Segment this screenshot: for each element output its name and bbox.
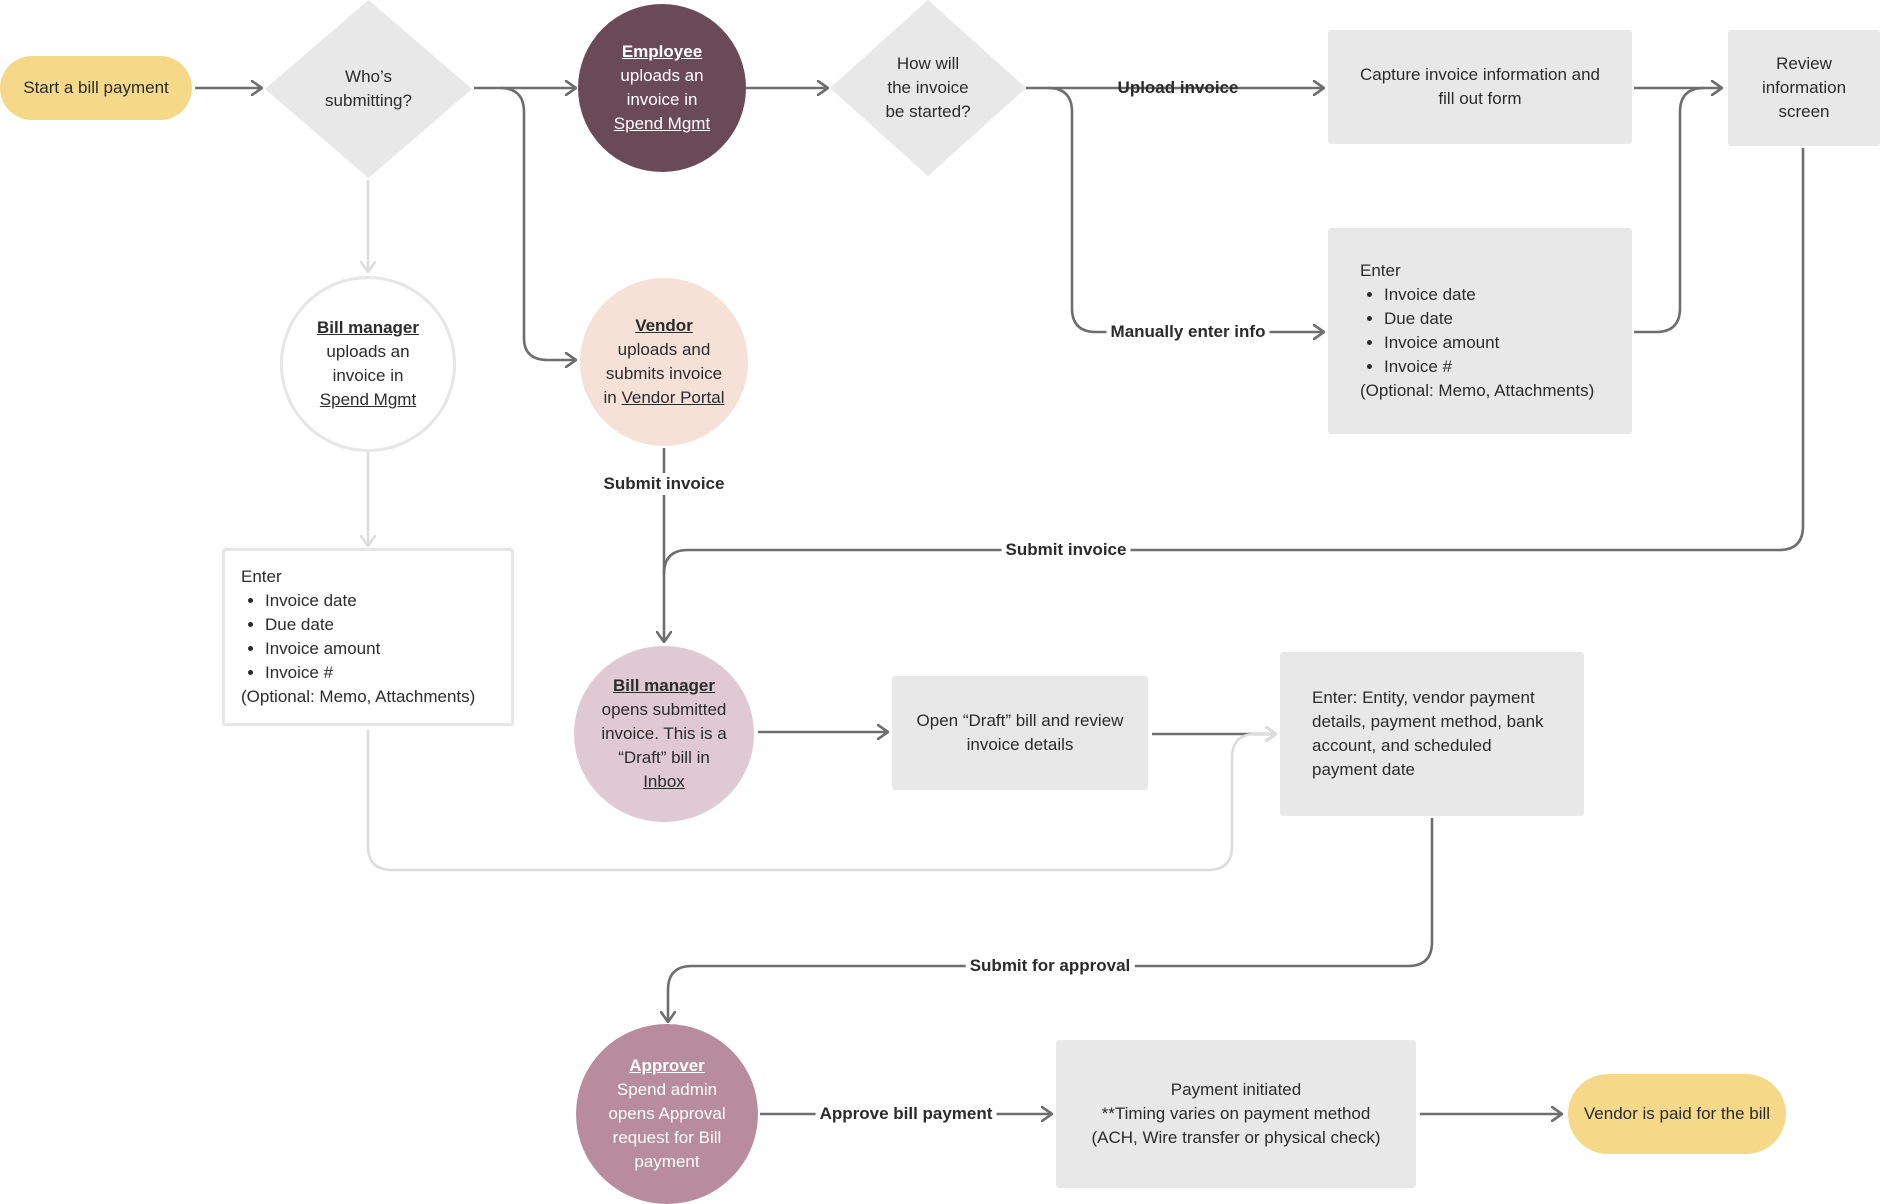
list-item: Invoice amount (1384, 331, 1499, 355)
edge-label-submit-invoice-review: Submit invoice (1001, 539, 1131, 561)
bm-upload-role: Bill manager (316, 318, 420, 337)
edge-how-to-enter-right (1047, 86, 1324, 332)
review-info-node: Review information screen (1728, 30, 1880, 146)
start-node: Start a bill payment (0, 56, 192, 120)
bm-upload-link: Spend Mgmt (319, 390, 417, 409)
entity-line3: account, and scheduled (1312, 736, 1492, 755)
employee-link: Spend Mgmt (613, 114, 711, 133)
edge-label-approve-bill-payment: Approve bill payment (815, 1103, 997, 1125)
payment-initiated-node: Payment initiated **Timing varies on pay… (1056, 1040, 1416, 1188)
enter-left-heading: Enter (241, 567, 282, 586)
enter-info-left-node: Enter Invoice date Due date Invoice amou… (222, 548, 514, 726)
vendor-role: Vendor (635, 316, 693, 335)
vendor-prefix: in (603, 388, 622, 407)
list-item: Invoice # (265, 661, 380, 685)
vendor-line1: uploads and (617, 340, 711, 359)
edge-label-submit-invoice-vendor: Submit invoice (599, 473, 729, 495)
start-label: Start a bill payment (23, 78, 169, 97)
bm-open-role: Bill manager (612, 676, 716, 695)
edge-review-to-billmanager (662, 148, 1805, 575)
open-draft-node: Open “Draft” bill and review invoice det… (892, 676, 1148, 790)
bill-manager-open-node: Bill manager opens submitted invoice. Th… (574, 646, 754, 822)
enter-right-heading: Enter (1360, 261, 1401, 280)
who-submitting-decision: Who’s submitting? (265, 0, 472, 178)
edge-enterleft-to-entity (366, 730, 1276, 872)
employee-line1: uploads an (620, 66, 704, 85)
bm-open-link: Inbox (643, 772, 685, 791)
vendor-paid-node: Vendor is paid for the bill (1568, 1074, 1786, 1154)
vendor-line2: submits invoice (605, 364, 723, 383)
capture-line1: Capture invoice information and (1359, 65, 1601, 84)
bm-open-line1: opens submitted (601, 700, 727, 719)
bm-open-line2: invoice. This is a (601, 724, 727, 743)
employee-line2: invoice in (626, 90, 698, 109)
how-started-decision: How will the invoice be started? (830, 0, 1026, 176)
how-line3: be started? (885, 102, 971, 121)
enter-right-list: Invoice date Due date Invoice amount Inv… (1360, 283, 1499, 379)
approver-line1: Spend admin (616, 1080, 718, 1099)
list-item: Due date (265, 613, 380, 637)
vendor-node: Vendor uploads and submits invoice in Ve… (580, 278, 748, 446)
review-line2: information (1761, 78, 1847, 97)
approver-role: Approver (629, 1056, 705, 1075)
entity-line2: details, payment method, bank (1312, 712, 1544, 731)
enter-entity-node: Enter: Entity, vendor payment details, p… (1280, 652, 1584, 816)
edge-who-to-vendor (499, 86, 576, 360)
draft-line1: Open “Draft” bill and review (916, 711, 1124, 730)
capture-invoice-node: Capture invoice information and fill out… (1328, 30, 1632, 144)
list-item: Invoice date (1384, 283, 1499, 307)
decision-diamond-shape (265, 0, 472, 178)
how-line1: How will (896, 54, 960, 73)
bm-upload-line2: invoice in (332, 366, 404, 385)
vendor-line3: in Vendor Portal (604, 386, 725, 410)
approver-node: Approver Spend admin opens Approval requ… (576, 1024, 758, 1204)
list-item: Invoice date (265, 589, 380, 613)
approver-line2: opens Approval (608, 1104, 726, 1123)
review-line3: screen (1778, 102, 1830, 121)
payment-line1: Payment initiated (1170, 1080, 1302, 1099)
edge-label-submit-for-approval: Submit for approval (965, 955, 1135, 977)
draft-line2: invoice details (966, 735, 1074, 754)
vendor-link: Vendor Portal (621, 388, 725, 407)
payment-line3: (ACH, Wire transfer or physical check) (1091, 1128, 1381, 1147)
how-line2: the invoice (887, 78, 969, 97)
review-line1: Review (1776, 54, 1832, 73)
capture-line2: fill out form (1438, 89, 1522, 108)
edge-label-manually-enter: Manually enter info (1106, 321, 1270, 343)
enter-right-optional: (Optional: Memo, Attachments) (1360, 381, 1595, 400)
vendor-paid-label: Vendor is paid for the bill (1583, 1104, 1771, 1123)
payment-line2: **Timing varies on payment method (1101, 1104, 1371, 1123)
who-line1: Who’s (345, 67, 392, 86)
employee-node: Employee uploads an invoice in Spend Mgm… (578, 4, 746, 172)
edge-enter-right-to-review (1634, 86, 1705, 334)
bm-upload-line1: uploads an (326, 342, 410, 361)
list-item: Due date (1384, 307, 1499, 331)
enter-left-list: Invoice date Due date Invoice amount Inv… (241, 589, 380, 685)
approver-line3: request for Bill (612, 1128, 722, 1147)
list-item: Invoice amount (265, 637, 380, 661)
bm-open-line3: “Draft” bill in (618, 748, 710, 767)
entity-line4: payment date (1312, 760, 1416, 779)
edge-label-upload-invoice: Upload invoice (1117, 78, 1239, 97)
enter-left-optional: (Optional: Memo, Attachments) (241, 687, 476, 706)
decision-diamond-shape (830, 0, 1026, 176)
edge-entity-to-approver (668, 818, 1434, 1022)
entity-line1: Enter: Entity, vendor payment (1312, 688, 1535, 707)
list-item: Invoice # (1384, 355, 1499, 379)
enter-info-right-node: Enter Invoice date Due date Invoice amou… (1328, 228, 1632, 434)
bill-manager-upload-node: Bill manager uploads an invoice in Spend… (280, 276, 456, 452)
who-line2: submitting? (325, 91, 412, 110)
employee-role: Employee (621, 42, 703, 61)
approver-line4: payment (634, 1152, 700, 1171)
